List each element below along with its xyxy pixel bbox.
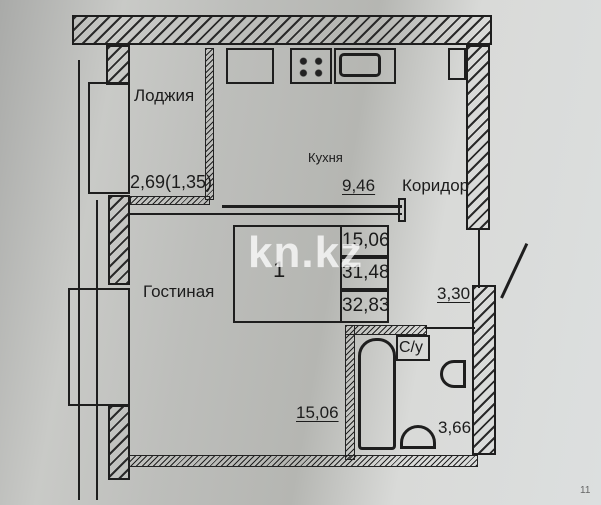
kitchen-bottom-wall-2 [130,213,402,215]
living-room-area: 15,06 [296,403,339,422]
bathroom-area: 3,66 [438,418,472,437]
living-area-cell: 15,06 [340,225,390,257]
facade-line-2 [96,200,98,500]
bathroom-label: С/у [399,339,423,356]
stove-icon [290,48,332,84]
page-number: 11 [580,485,591,496]
door-jamb [398,198,406,222]
living-window [68,288,130,406]
bathroom-top-line [425,327,475,329]
kitchen-label: Кухня [308,150,343,165]
apartment-number: 1 [273,257,286,282]
bottom-wall [128,455,478,467]
bathroom-left-wall [345,325,355,460]
right-wall-lower [472,285,496,455]
fridge-edge [448,48,466,80]
loggia-label: Лоджия [134,86,195,105]
left-wall-mid [108,195,130,285]
watermark: kn.kz [248,228,364,277]
hall-partition [478,230,480,288]
left-wall-lower [108,405,130,480]
washbasin-icon [400,425,436,449]
living-room-label: Гостиная [143,282,215,301]
facade-line [78,60,80,500]
entrance-door-leaf [500,242,529,299]
kitchen-cabinet [226,48,274,84]
utility-box: С/у [396,335,430,361]
corridor-area: 9,46 [342,176,376,195]
toilet-icon [440,360,466,388]
loggia-window [88,82,130,194]
loggia-bottom-partition [130,196,210,205]
total-area-cell: 32,83 [340,290,390,323]
corridor-label: Коридор [402,176,470,195]
bathtub-icon [358,338,396,450]
loggia-area: 2,69(1,35) [130,172,213,192]
top-wall [72,15,492,45]
left-wall-upper [106,45,130,85]
bathroom-top-wall [345,325,427,335]
kitchen-bottom-wall [222,205,402,208]
area-no-loggia-cell: 31,48 [340,257,390,290]
right-wall-upper [466,45,490,230]
sink-icon [334,48,396,84]
hall-area: 3,30 [437,284,471,303]
